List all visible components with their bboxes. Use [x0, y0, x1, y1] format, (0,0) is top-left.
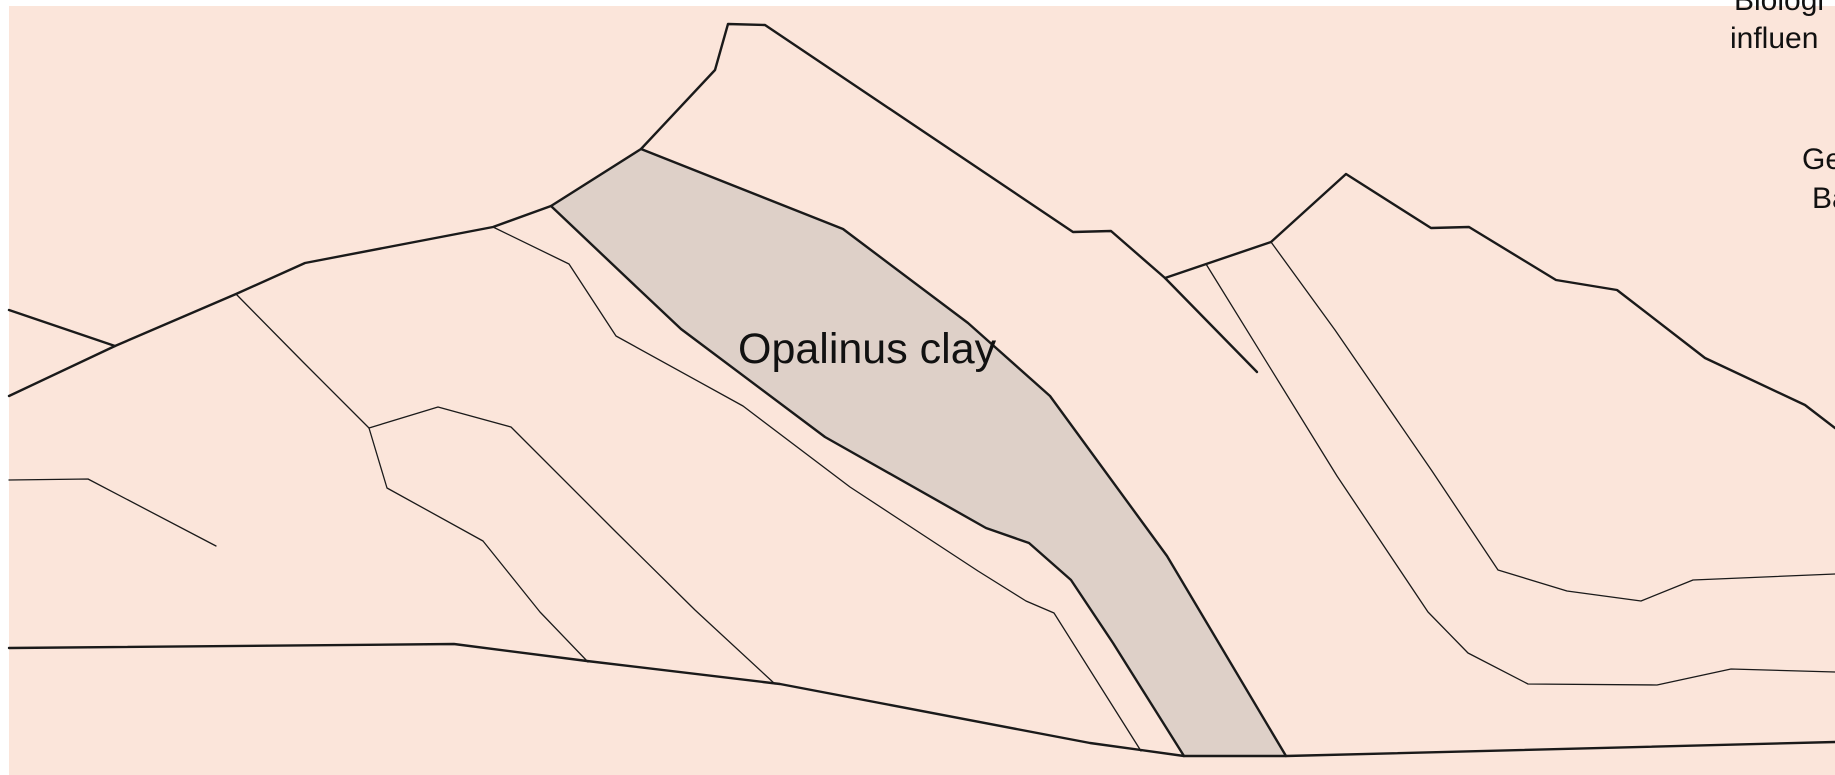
edge-label-line-3: Ge	[1802, 143, 1835, 176]
edge-label-line-1: Biologi	[1734, 0, 1824, 17]
edge-label-line-4: Ba	[1812, 182, 1835, 215]
edge-label-line-2: influen	[1730, 22, 1818, 55]
opalinus-clay-label: Opalinus clay	[738, 325, 997, 373]
